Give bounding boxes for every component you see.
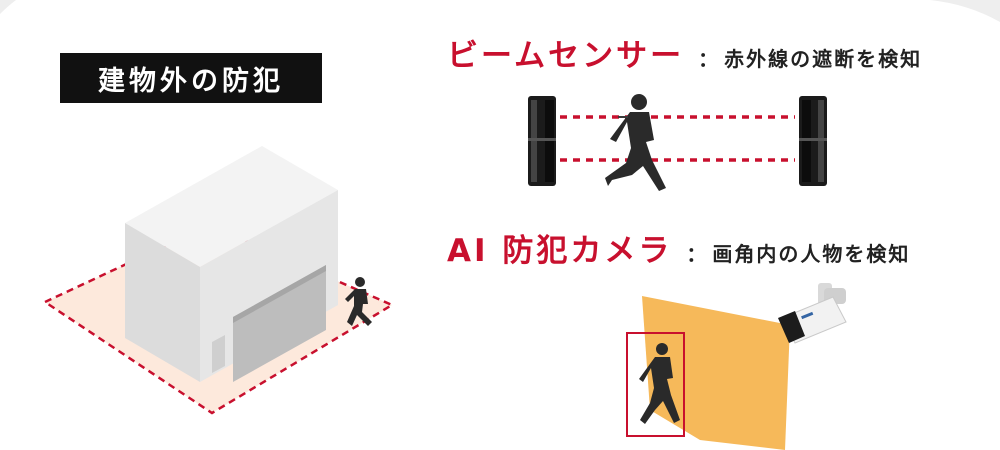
building-shutter (233, 265, 326, 382)
beam-sensor-description: 赤外線の遮断を検知 (724, 47, 923, 71)
detected-person-figure (639, 343, 680, 424)
corner-decoration (0, 0, 1000, 22)
building-roof (125, 146, 338, 267)
building-door (212, 335, 225, 373)
ai-camera-heading: AI 防犯カメラ ： 画角内の人物を検知 (447, 225, 910, 270)
camera-field-of-view (642, 296, 790, 450)
ai-camera-description: 画角内の人物を検知 (712, 242, 911, 266)
beam-sensor-name: ビームセンサー (447, 38, 685, 74)
ai-camera-name: AI 防犯カメラ (447, 233, 673, 269)
beam-sensor-left (528, 96, 556, 186)
beam-sensor-right (799, 96, 827, 186)
building-left-face (125, 223, 200, 382)
security-camera (778, 283, 847, 344)
detection-box (626, 332, 685, 437)
outdoor-security-title: 建物外の防犯 (60, 53, 322, 103)
beam-sensor-separator: ： (698, 47, 719, 71)
intruder-figure-running (605, 94, 666, 191)
beam-sensor-heading: ビームセンサー ： 赤外線の遮断を検知 (447, 30, 922, 75)
intruder-figure-small (345, 277, 372, 326)
ai-camera-separator: ： (686, 242, 707, 266)
